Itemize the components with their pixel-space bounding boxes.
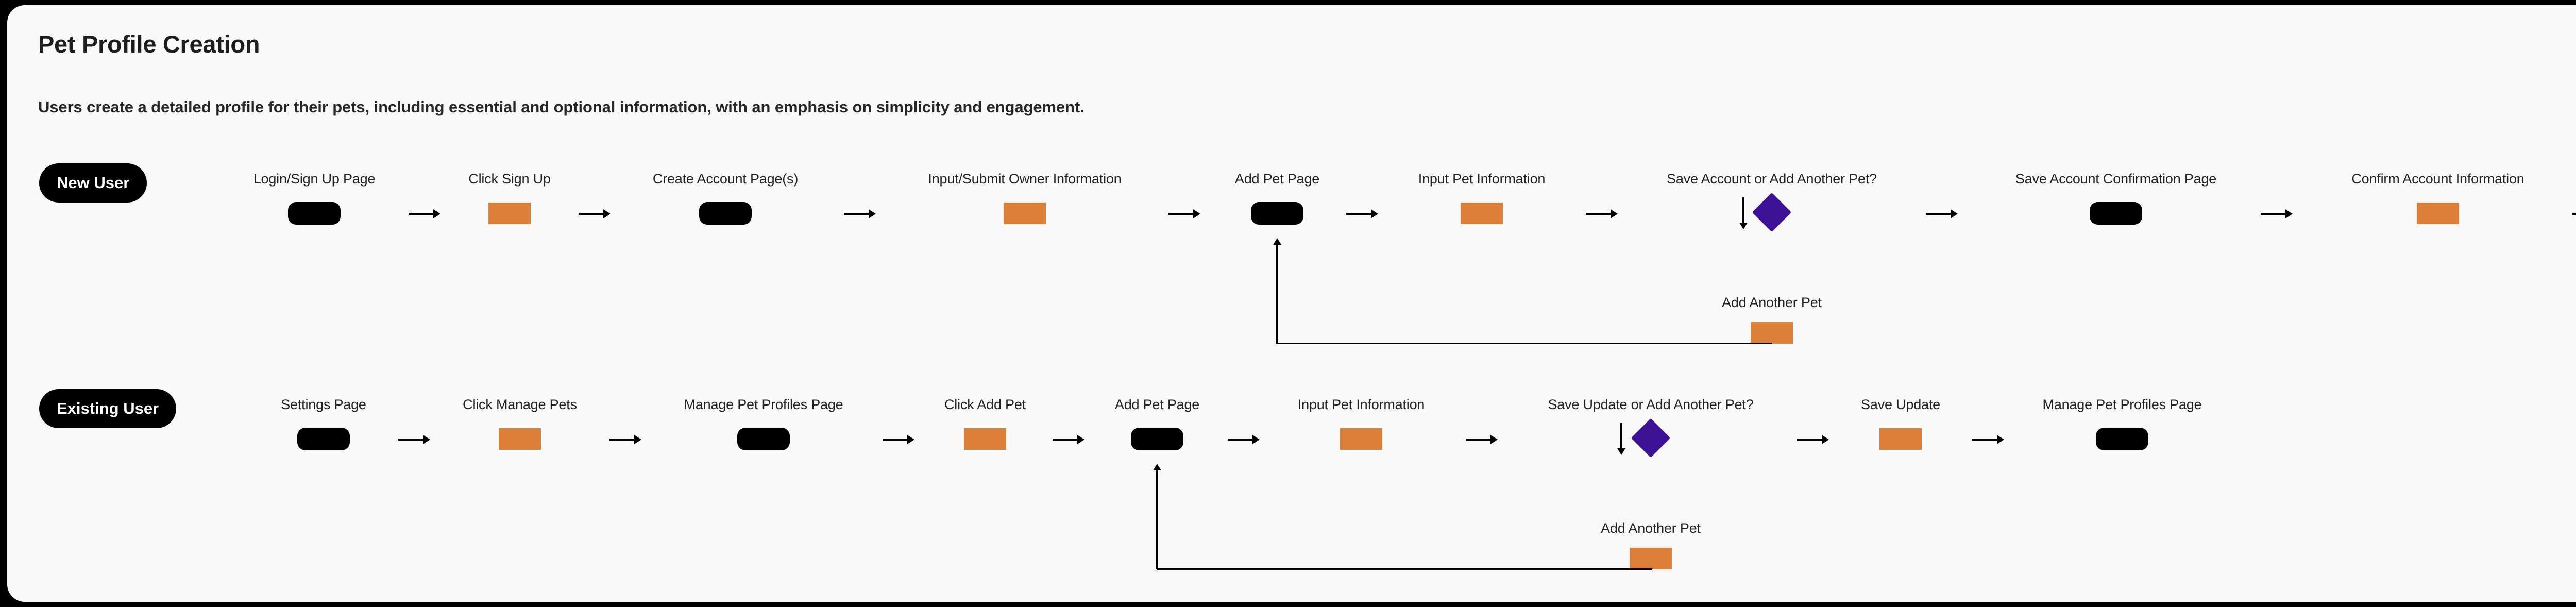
arrow-decision-to-save-update xyxy=(1797,434,1829,444)
node-label-save-account-or-add-pet: Save Account or Add Another Pet? xyxy=(1667,171,1877,187)
node-label-settings-page: Settings Page xyxy=(281,397,366,412)
node-input-pet-information-2[interactable] xyxy=(1340,428,1382,450)
node-manage-pet-profiles-page[interactable] xyxy=(737,428,790,450)
node-input-pet-information[interactable] xyxy=(1461,203,1503,224)
node-label-save-account-confirmation: Save Account Confirmation Page xyxy=(2015,171,2217,187)
node-save-account-or-add-pet[interactable] xyxy=(1752,192,1792,232)
node-label-input-pet-information-2: Input Pet Information xyxy=(1297,397,1425,412)
arrow-input-to-decision-2 xyxy=(1466,434,1498,444)
flowchart-card: Pet Profile Creation Users create a deta… xyxy=(7,5,2576,602)
loop-arrow-up-existing-user xyxy=(1152,464,1162,569)
arrow-save-update-to-profiles xyxy=(1972,434,2004,444)
node-save-update[interactable] xyxy=(1879,428,1922,450)
arrow-decision-to-confirmpage xyxy=(1926,208,1958,218)
node-label-add-pet-page-2: Add Pet Page xyxy=(1114,397,1200,412)
node-label-add-pet-page: Add Pet Page xyxy=(1234,171,1320,187)
arrow-decision-down-existing-user xyxy=(1616,423,1626,455)
arrow-create-to-input-owner xyxy=(844,208,876,218)
node-label-click-add-pet: Click Add Pet xyxy=(944,397,1026,412)
arrow-confirm-to-homepage xyxy=(2572,208,2576,218)
arrow-signup-to-create xyxy=(579,208,611,218)
node-click-manage-pets[interactable] xyxy=(499,428,541,450)
node-label-save-update: Save Update xyxy=(1861,397,1940,412)
branch-label-add-another-pet-existing-user: Add Another Pet xyxy=(1601,520,1701,536)
arrow-profiles-to-click-add-pet xyxy=(883,434,914,444)
lane-badge-existing-user[interactable]: Existing User xyxy=(39,389,177,428)
node-label-click-manage-pets: Click Manage Pets xyxy=(463,397,577,412)
branch-node-add-another-pet-new-user[interactable] xyxy=(1751,322,1793,344)
node-create-account-pages[interactable] xyxy=(699,202,752,225)
arrow-addpet-to-input-pet xyxy=(1346,208,1378,218)
arrow-decision-down-new-user xyxy=(1738,197,1749,229)
arrow-manage-pets-to-profiles xyxy=(609,434,641,444)
loop-segment-horizontal-existing-user xyxy=(1157,568,1652,570)
branch-label-add-another-pet-new-user: Add Another Pet xyxy=(1722,295,1822,310)
node-label-input-submit-owner-info: Input/Submit Owner Information xyxy=(928,171,1122,187)
arrow-confirmpage-to-confirm xyxy=(2261,208,2293,218)
node-label-confirm-account-info: Confirm Account Information xyxy=(2351,171,2524,187)
node-label-save-update-or-add-pet: Save Update or Add Another Pet? xyxy=(1548,397,1754,412)
node-label-click-sign-up: Click Sign Up xyxy=(468,171,551,187)
loop-arrow-up-new-user xyxy=(1272,238,1282,344)
branch-node-add-another-pet-existing-user[interactable] xyxy=(1630,548,1672,569)
arrow-login-to-click-signup xyxy=(409,208,440,218)
arrow-inputpet-to-decision xyxy=(1586,208,1618,218)
node-click-sign-up[interactable] xyxy=(488,203,531,224)
arrow-settings-to-manage-pets xyxy=(398,434,430,444)
node-label-login-sign-up-page: Login/Sign Up Page xyxy=(253,171,376,187)
lane-badge-new-user[interactable]: New User xyxy=(39,163,147,203)
node-label-manage-pet-profiles-page: Manage Pet Profiles Page xyxy=(684,397,843,412)
node-label-input-pet-information: Input Pet Information xyxy=(1418,171,1546,187)
node-save-update-or-add-pet[interactable] xyxy=(1631,418,1671,458)
node-manage-pet-profiles-page-2[interactable] xyxy=(2096,428,2148,450)
node-label-manage-pet-profiles-page-2: Manage Pet Profiles Page xyxy=(2042,397,2202,412)
node-click-add-pet[interactable] xyxy=(964,428,1006,450)
arrow-click-add-pet-to-page xyxy=(1053,434,1084,444)
node-add-pet-page[interactable] xyxy=(1251,202,1303,225)
page-subtitle: Users create a detailed profile for thei… xyxy=(38,98,1084,116)
page-title: Pet Profile Creation xyxy=(38,30,260,58)
node-save-account-confirmation[interactable] xyxy=(2090,202,2142,225)
node-login-sign-up-page[interactable] xyxy=(288,202,341,225)
arrow-owner-to-add-pet xyxy=(1168,208,1200,218)
node-input-submit-owner-info[interactable] xyxy=(1004,203,1046,224)
arrow-addpet-page-to-input xyxy=(1228,434,1260,444)
node-confirm-account-info[interactable] xyxy=(2417,203,2459,224)
loop-segment-horizontal-new-user xyxy=(1277,343,1772,344)
node-settings-page[interactable] xyxy=(297,428,350,450)
node-label-create-account-pages: Create Account Page(s) xyxy=(652,171,799,187)
node-add-pet-page-2[interactable] xyxy=(1131,428,1183,450)
